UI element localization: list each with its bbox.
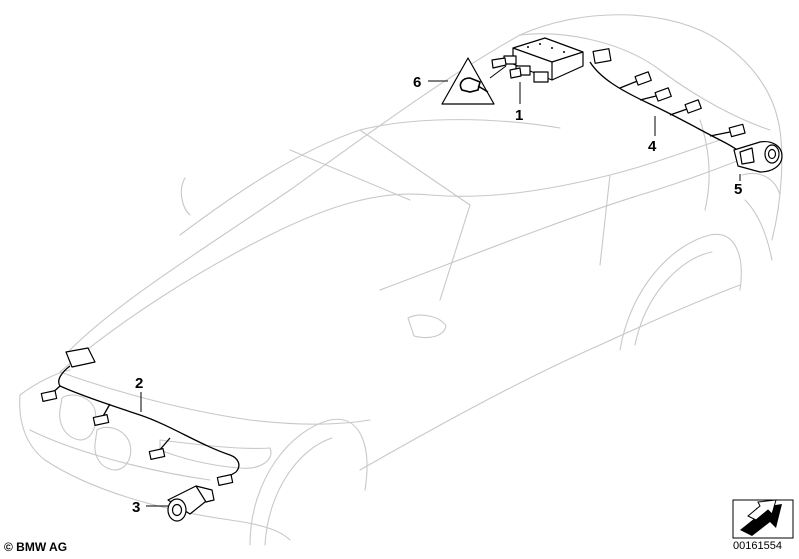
callout-1: 1	[515, 107, 523, 124]
part-1-control-unit	[491, 37, 584, 83]
callout-2: 2	[135, 375, 143, 392]
part-3-front-sensor	[167, 485, 215, 522]
part-5-rear-sensor	[733, 141, 783, 173]
callout-labels: 1 2 3 4 5 6	[132, 74, 742, 516]
part-2-front-wiring-harness	[40, 347, 240, 486]
direction-arrow-icon	[732, 499, 794, 539]
callout-4: 4	[648, 138, 657, 155]
callout-3: 3	[132, 499, 140, 516]
part-4-rear-wiring-harness	[589, 48, 746, 153]
leader-6b	[489, 65, 507, 79]
diagram-number: 00161554	[733, 540, 782, 552]
callout-5: 5	[734, 181, 742, 198]
plug-warning-triangle-icon	[441, 57, 495, 105]
copyright-text: © BMW AG	[4, 540, 68, 554]
callout-6: 6	[413, 74, 421, 91]
car-outline	[19, 14, 783, 546]
